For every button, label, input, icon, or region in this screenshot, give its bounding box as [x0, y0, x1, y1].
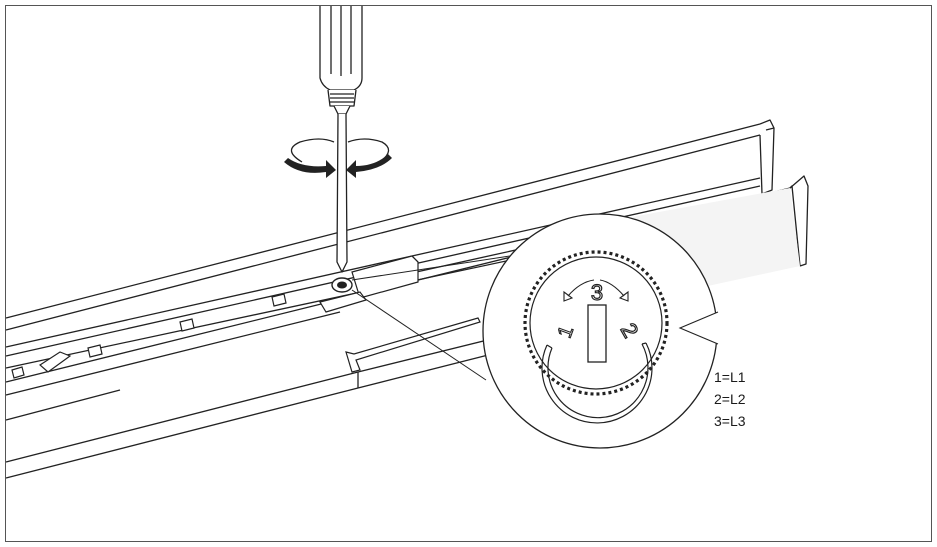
legend-item-l1: 1=L1: [714, 369, 746, 385]
screwdriver: [319, 6, 363, 273]
dial-serrated-edge: [523, 250, 669, 396]
dial-inner-ring: [547, 343, 649, 419]
lever-hook: [39, 317, 481, 373]
track-shading: [550, 188, 800, 292]
selector-dial-small: [331, 277, 353, 293]
dial-pointer: [678, 311, 719, 345]
legend-item-l2: 2=L2: [714, 391, 746, 407]
dial-number-3: 3: [591, 280, 603, 305]
magnifier: 3 1 2: [482, 213, 719, 449]
dial-slot: [587, 304, 607, 363]
rotation-arrows: [284, 138, 392, 178]
rail-clips: [11, 267, 381, 379]
phase-legend: 1=L1 2=L2 3=L3: [714, 366, 746, 432]
legend-item-l3: 3=L3: [714, 413, 746, 429]
magnifier-leader: [351, 255, 511, 381]
diagram-frame: [5, 5, 932, 542]
